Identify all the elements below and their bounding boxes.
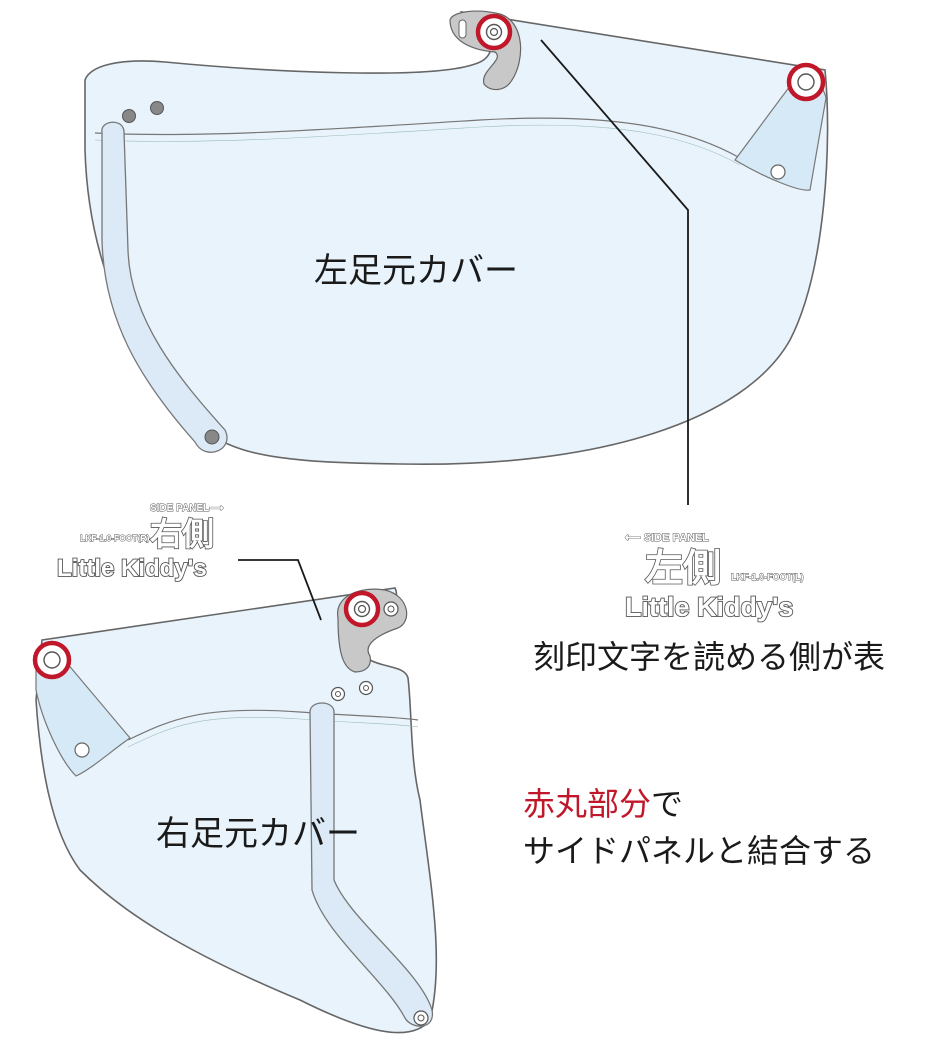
- stamp-right-side-char: 右側: [150, 515, 214, 553]
- stamp-left-brand: Little Kiddy's: [625, 592, 793, 622]
- right-cover-strap: [309, 702, 433, 1027]
- join-note-line2: サイドパネルと結合する: [523, 832, 875, 870]
- stamp-left-side: ⟵ SIDE PANEL 左側 LKF-1.0-FOOT(L) Little K…: [624, 532, 804, 623]
- leader-line-right-stamp: [238, 559, 322, 621]
- stamp-right-code: LKF-1.0-FOOT(R): [80, 533, 150, 543]
- stamp-right-arrow-label: SIDE PANEL⟶: [150, 503, 224, 514]
- left-foot-cover: 左足元カバー: [84, 10, 829, 466]
- left-cover-dot-1: [122, 109, 136, 123]
- leader-line-left-stamp: [540, 39, 689, 505]
- left-cover-hinge-slot: [458, 19, 467, 39]
- engraving-note: 刻印文字を読める側が表: [533, 638, 885, 676]
- join-particle: で: [651, 785, 683, 823]
- left-cover-fold-line: [94, 117, 741, 159]
- stamp-left-side-char: 左側: [645, 546, 721, 590]
- stamp-left-code: LKF-1.0-FOOT(L): [731, 572, 804, 582]
- left-cover-strap-rivet: [204, 429, 220, 445]
- stamp-right-side: SIDE PANEL⟶ LKF-1.0-FOOT(R) 右側 Little Ki…: [56, 503, 225, 583]
- left-cover-label: 左足元カバー: [314, 251, 518, 291]
- right-cover-tab-hole: [74, 742, 90, 758]
- stamp-left-arrow-label: ⟵ SIDE PANEL: [625, 532, 709, 544]
- left-cover-dot-2: [150, 101, 164, 115]
- left-cover-strap: [101, 121, 228, 453]
- right-foot-cover: 右足元カバー: [32, 587, 438, 1034]
- right-cover-label: 右足元カバー: [156, 814, 360, 854]
- highlight-word: 赤丸部分: [523, 785, 651, 823]
- right-cover-fold-line: [127, 709, 419, 741]
- join-note-line1: 赤丸部分で: [523, 785, 683, 823]
- stamp-right-brand: Little Kiddy's: [57, 555, 207, 582]
- left-cover-tab-hole: [770, 164, 786, 180]
